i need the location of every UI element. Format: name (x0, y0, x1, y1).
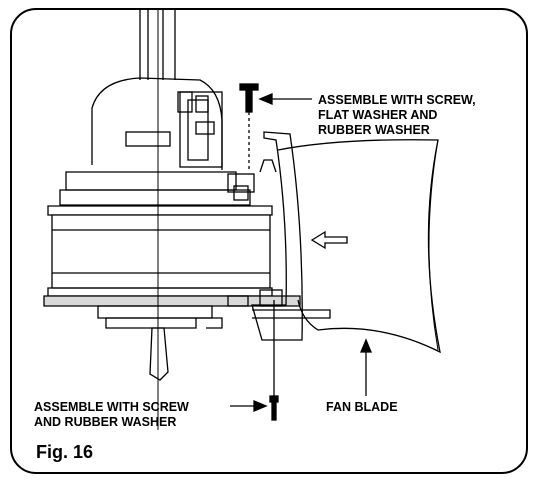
switch-housing (97, 305, 223, 381)
bottom-screw-callout: ASSEMBLE WITH SCREW AND RUBBER WASHER (34, 400, 189, 430)
screw-icon (269, 300, 279, 421)
leader-fan-blade (360, 338, 372, 396)
figure-label: Fig. 16 (36, 442, 94, 462)
leader-top-screw (258, 93, 312, 105)
leader-bottom-screw (230, 400, 268, 412)
screw-icon (239, 83, 259, 172)
top-screw-callout-line1: ASSEMBLE WITH SCREW, (318, 93, 476, 107)
fan-blade (277, 139, 441, 354)
figure-frame (10, 8, 528, 474)
fan-blade-label: FAN BLADE (326, 400, 398, 414)
top-screw-callout-line2: FLAT WASHER AND (318, 108, 438, 122)
downrod (139, 8, 176, 80)
arrow-icon (310, 230, 348, 250)
top-screw-callout-line3: RUBBER WASHER (318, 123, 430, 137)
motor-body (43, 205, 301, 307)
bottom-screw-callout-line2: AND RUBBER WASHER (34, 415, 177, 429)
motor-housing-top (59, 77, 255, 206)
top-screw-callout: ASSEMBLE WITH SCREW, FLAT WASHER AND RUB… (318, 93, 476, 138)
bottom-screw-callout-line1: ASSEMBLE WITH SCREW (34, 400, 189, 414)
blade-iron (251, 131, 331, 341)
